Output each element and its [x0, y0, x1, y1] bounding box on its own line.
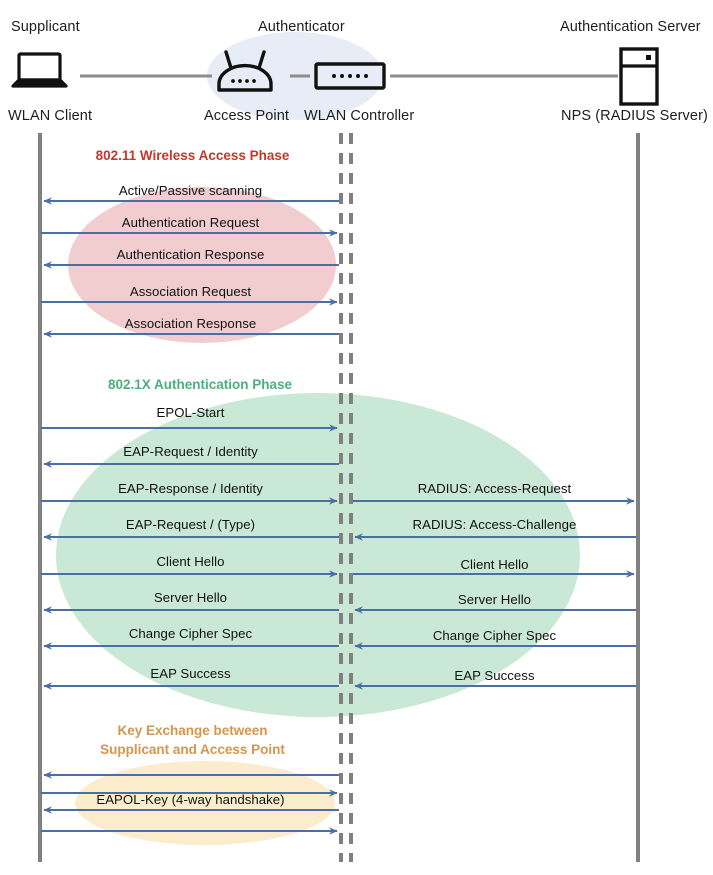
msg-association-request: Association Request	[129, 284, 252, 299]
msg-association-response: Association Response	[124, 316, 257, 331]
laptop-icon	[11, 52, 68, 88]
msg-server-hello-left: Server Hello	[153, 590, 228, 605]
msg-client-hello-right: Client Hello	[460, 557, 529, 572]
phase-label-key-exchange-line2: Supplicant and Access Point	[100, 742, 285, 757]
message-arrows	[41, 197, 636, 835]
msg-radius-access-challenge: RADIUS: Access-Challenge	[412, 517, 577, 532]
msg-client-hello-left: Client Hello	[156, 554, 225, 569]
server-rack-icon	[619, 47, 659, 106]
actor-device-nps-radius: NPS (RADIUS Server)	[561, 108, 708, 124]
actor-device-access-point: Access Point	[204, 108, 290, 124]
phase-label-8021x: 802.1X Authentication Phase	[107, 377, 293, 392]
network-switch-icon	[314, 62, 386, 90]
msg-authentication-request: Authentication Request	[121, 215, 260, 230]
actor-device-wlan-client: WLAN Client	[8, 108, 93, 124]
msg-radius-access-request: RADIUS: Access-Request	[417, 481, 572, 496]
msg-server-hello-right: Server Hello	[457, 592, 532, 607]
phase-8021x-ellipse	[56, 393, 580, 717]
msg-eap-success-left: EAP Success	[150, 666, 231, 681]
msg-eap-request-type: EAP-Request / (Type)	[125, 517, 256, 532]
msg-eap-request-identity: EAP-Request / Identity	[123, 444, 258, 459]
wireless-access-point-icon	[217, 50, 273, 92]
msg-eap-response-identity: EAP-Response / Identity	[118, 481, 263, 496]
lifelines	[38, 133, 640, 862]
msg-authentication-response: Authentication Response	[116, 247, 265, 262]
msg-eapol-key-handshake: EAPOL-Key (4-way handshake)	[96, 792, 285, 807]
phase-key-ellipse	[75, 761, 335, 845]
msg-active-passive-scanning: Active/Passive scanning	[118, 183, 263, 198]
msg-eap-success-right: EAP Success	[454, 668, 535, 683]
actor-role-supplicant: Supplicant	[11, 19, 80, 35]
msg-change-cipher-spec-left: Change Cipher Spec	[128, 626, 253, 641]
actor-role-auth-server: Authentication Server	[560, 19, 701, 35]
phase-label-key-exchange-line1: Key Exchange between	[117, 723, 268, 738]
msg-epol-start: EPOL-Start	[156, 405, 225, 420]
phase-label-80211: 802.11 Wireless Access Phase	[95, 148, 290, 163]
actor-device-wlan-controller: WLAN Controller	[304, 108, 415, 124]
actor-role-authenticator: Authenticator	[258, 19, 345, 35]
msg-change-cipher-spec-right: Change Cipher Spec	[432, 628, 557, 643]
phase-background-shapes	[56, 32, 580, 845]
